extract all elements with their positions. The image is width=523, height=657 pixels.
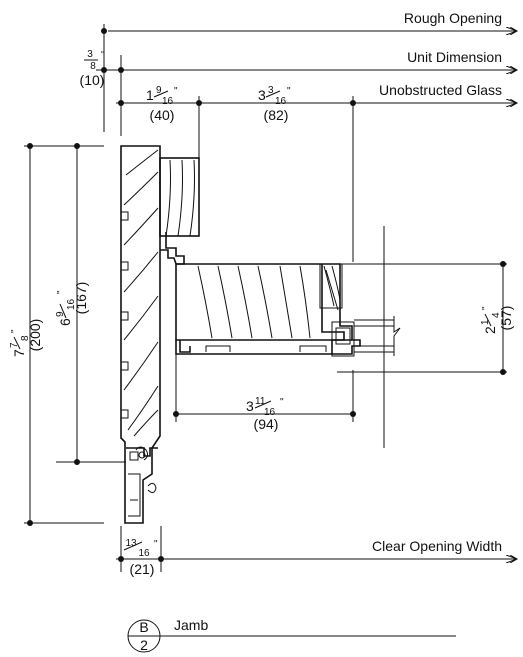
detail-title: Jamb — [174, 617, 208, 633]
svg-text:": " — [10, 329, 21, 333]
svg-text:(57): (57) — [498, 306, 514, 331]
svg-text:": " — [481, 306, 492, 310]
clear-opening-width-dimension: Clear Opening Width 13 16 " (21) — [116, 526, 517, 577]
dim-7-7-8: 7 7 8 " (200) — [9, 143, 104, 526]
svg-text:13: 13 — [125, 538, 137, 549]
detail-callout: B 2 Jamb — [127, 617, 456, 653]
unobstructed-glass-dimension: Unobstructed Glass — [116, 82, 517, 262]
svg-text:16: 16 — [264, 407, 276, 418]
svg-text:": " — [154, 539, 158, 550]
svg-text:(21): (21) — [130, 561, 155, 577]
svg-text:(40): (40) — [150, 107, 175, 123]
dim-3-11-16: 3 11 16 " (94) — [173, 340, 356, 432]
svg-text:(94): (94) — [254, 416, 279, 432]
unit-dimension-dimension: Unit Dimension — [96, 49, 517, 136]
svg-text:": " — [287, 86, 291, 97]
unit-dimension-label: Unit Dimension — [407, 49, 502, 65]
svg-text:3: 3 — [246, 398, 254, 414]
svg-text:3: 3 — [87, 49, 93, 60]
detail-number: 2 — [140, 637, 148, 653]
dim-3-3-16: 3 3 16 " (82) — [258, 85, 291, 123]
svg-text:": " — [56, 290, 67, 294]
glazing-unit — [331, 226, 401, 448]
stop-block — [159, 157, 200, 265]
svg-text:3: 3 — [268, 85, 274, 96]
rough-opening-label: Rough Opening — [404, 10, 502, 26]
rough-opening-dimension: Rough Opening — [101, 10, 517, 132]
svg-text:8: 8 — [20, 335, 31, 341]
svg-text:16: 16 — [66, 298, 77, 310]
svg-text:(200): (200) — [27, 319, 43, 352]
svg-text:(167): (167) — [73, 282, 89, 315]
svg-text:2: 2 — [482, 326, 498, 334]
jamb-frame — [120, 145, 161, 524]
svg-text:16: 16 — [162, 96, 174, 107]
svg-text:(82): (82) — [264, 107, 289, 123]
svg-text:8: 8 — [90, 61, 96, 72]
svg-text:": " — [280, 397, 284, 408]
dim-2-1-4: 2 1 4 " (57) — [337, 261, 514, 375]
svg-text:7: 7 — [11, 349, 27, 357]
svg-text:7: 7 — [9, 342, 20, 348]
svg-text:16: 16 — [275, 96, 287, 107]
svg-text:11: 11 — [255, 396, 266, 407]
svg-text:9: 9 — [55, 311, 66, 317]
svg-text:6: 6 — [57, 318, 73, 326]
interior-trim — [319, 263, 343, 309]
installation-flange — [56, 446, 158, 517]
svg-text:1: 1 — [146, 87, 154, 103]
svg-text:1: 1 — [480, 319, 491, 325]
svg-text:9: 9 — [156, 85, 162, 96]
dim-1-9-16: 1 9 16 " (40) — [146, 85, 178, 123]
svg-text:": " — [101, 50, 105, 61]
sash-frame — [175, 263, 361, 355]
clear-opening-width-label: Clear Opening Width — [372, 538, 502, 554]
detail-letter: B — [139, 619, 148, 635]
unobstructed-glass-label: Unobstructed Glass — [379, 82, 502, 98]
svg-text:": " — [174, 86, 178, 97]
svg-text:(10): (10) — [80, 72, 105, 88]
svg-text:16: 16 — [138, 548, 150, 559]
dim-6-9-16: 6 9 16 " (167) — [55, 143, 89, 465]
dim-3-8: 3 8 " (10) — [80, 49, 105, 88]
svg-text:4: 4 — [491, 312, 502, 318]
svg-text:3: 3 — [258, 87, 266, 103]
